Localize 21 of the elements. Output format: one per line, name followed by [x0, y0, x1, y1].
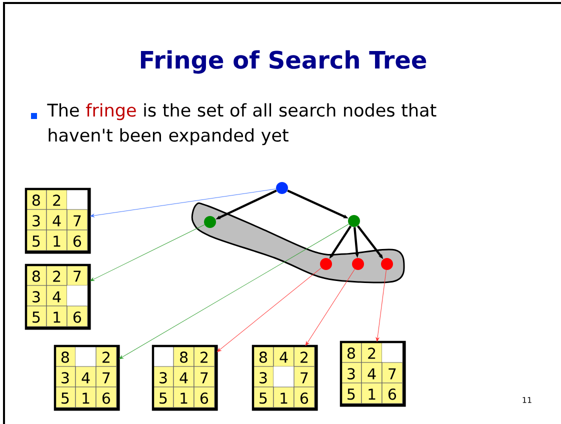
title: Fringe of Search Tree: [140, 50, 426, 74]
bullet-text: The fringe is the set of all search nodes that haven't been expanded yet: [47, 103, 436, 146]
puzzle-board: 8 2 7 3 4 5 1 6: [24, 264, 91, 330]
arrow: [305, 268, 355, 346]
arrow: [216, 268, 322, 352]
tree-node: [348, 215, 360, 227]
puzzle-board: 8 2 3 4 7 5 1 6: [54, 344, 120, 411]
arrow: [90, 188, 276, 218]
page-number: 11: [522, 397, 532, 403]
puzzle-board: 8 2 3 4 7 5 1 6: [340, 340, 406, 407]
tree-node: [381, 258, 393, 270]
arrow: [90, 224, 205, 282]
puzzle-board: 8 4 2 3 7 5 1 6: [252, 344, 318, 411]
tree-node: [320, 258, 332, 270]
puzzle-board: 8 2 3 4 7 5 1 6: [24, 188, 91, 254]
tree-node: [276, 182, 288, 194]
puzzle-board: 8 2 3 4 7 5 1 6: [152, 344, 218, 411]
arrow: [119, 224, 349, 360]
arrow: [376, 270, 386, 342]
tree-node: [204, 216, 216, 228]
tree-node: [352, 258, 364, 270]
